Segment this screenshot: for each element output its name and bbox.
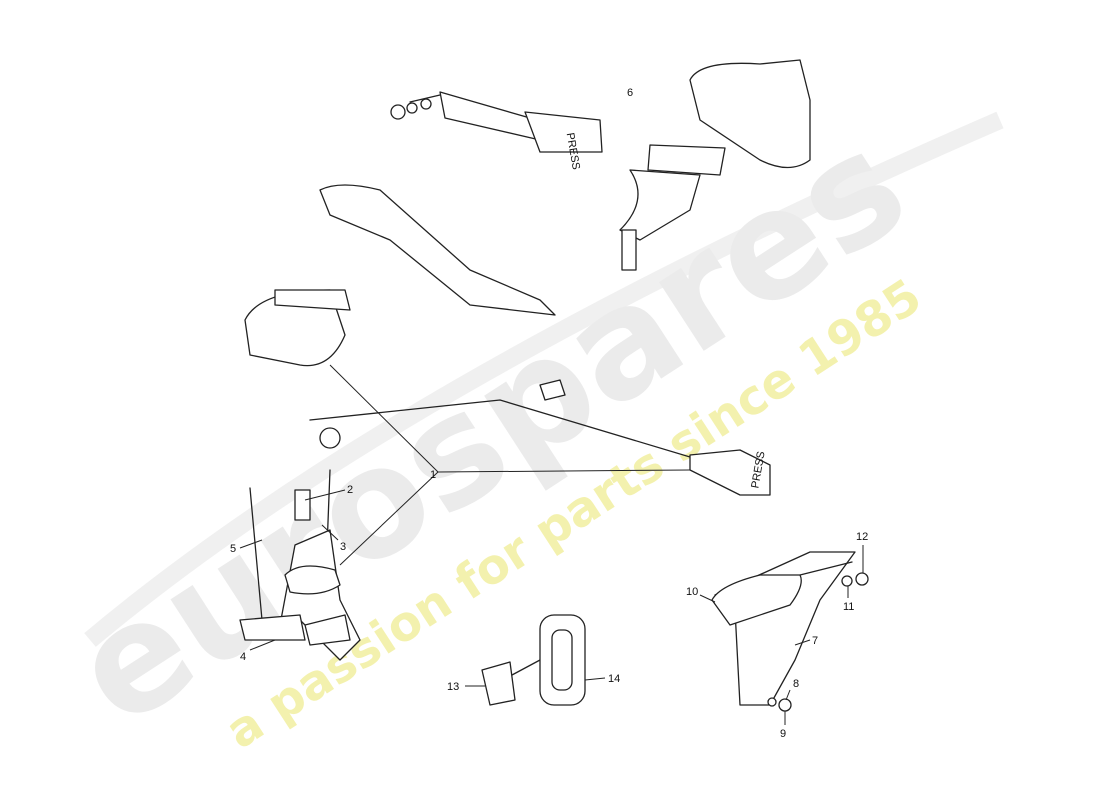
callout-14: 14 <box>608 673 620 685</box>
callout-9: 9 <box>780 728 786 740</box>
callout-12: 12 <box>856 531 868 543</box>
part-retractor-left <box>244 184 556 367</box>
part-retractor-top <box>619 59 811 271</box>
callouts: 6 1 2 3 5 4 13 14 10 7 12 11 8 9 <box>230 87 868 740</box>
part-buckle-top: PRESS <box>390 91 603 171</box>
part-14-guide <box>539 614 586 706</box>
callout-10: 10 <box>686 586 698 598</box>
callout-6: 6 <box>627 87 633 99</box>
callout-1: 1 <box>430 469 436 481</box>
part-13-knob <box>481 659 541 706</box>
callout-4: 4 <box>240 651 246 663</box>
part-buckle-right: PRESS <box>309 379 771 496</box>
leader-lines <box>239 364 864 725</box>
callout-8: 8 <box>793 678 799 690</box>
callout-11: 11 <box>843 601 854 613</box>
part-lap-belt <box>239 469 361 661</box>
callout-5: 5 <box>230 543 236 555</box>
watermark-brand: eurospares <box>45 98 935 760</box>
callout-7: 7 <box>812 635 818 647</box>
callout-3: 3 <box>340 541 346 553</box>
watermark: eurospares a passion for parts since 198… <box>45 98 1004 760</box>
callout-13: 13 <box>447 681 459 693</box>
callout-2: 2 <box>347 484 353 496</box>
part-7-bracket <box>711 551 869 712</box>
